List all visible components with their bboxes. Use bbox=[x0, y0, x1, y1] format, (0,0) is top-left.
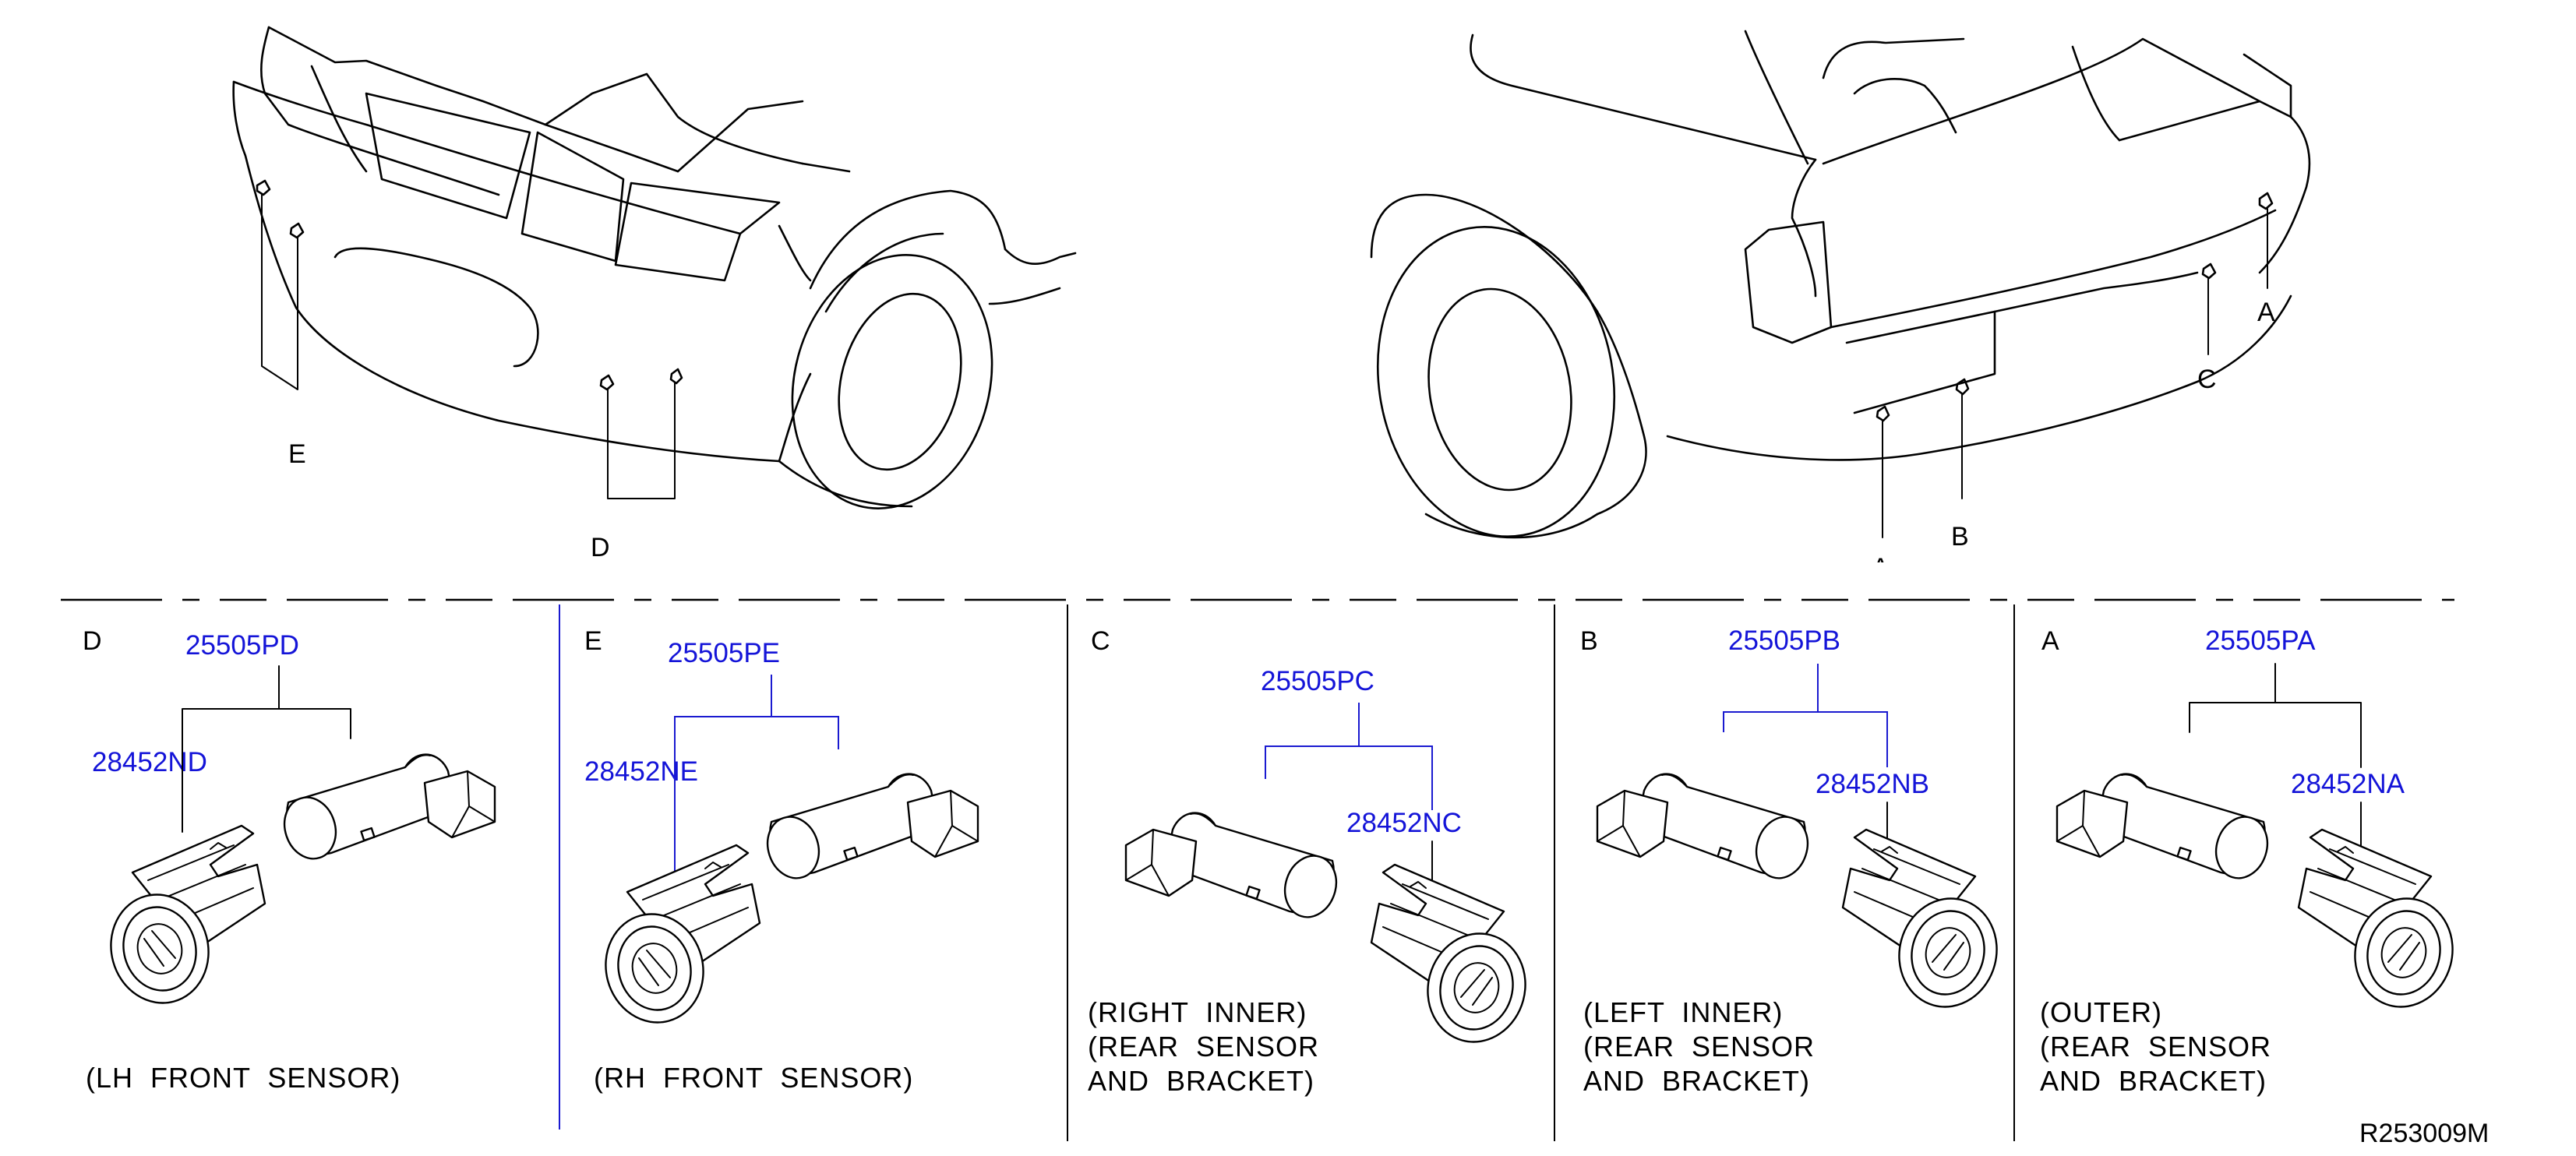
part-number-bracket: 28452NA bbox=[2291, 769, 2405, 799]
parking-sensor bbox=[1596, 773, 1816, 886]
caption-line-1: (RH FRONT SENSOR) bbox=[594, 1062, 913, 1094]
panel-a: A 25505PA 28452NA (OUTER) (REAR SENSOR A… bbox=[2040, 626, 2466, 1097]
caption-line-3: AND BRACKET) bbox=[1088, 1065, 1314, 1097]
caption-line-3: AND BRACKET) bbox=[2040, 1065, 2267, 1097]
panel-letter: E bbox=[584, 626, 602, 656]
parking-sensor bbox=[2056, 773, 2276, 886]
rear-label-c: C bbox=[2197, 365, 2217, 394]
part-number-sensor: 25505PE bbox=[668, 638, 780, 668]
rear-label-a-top: A bbox=[2257, 298, 2275, 327]
parking-sensor bbox=[759, 773, 979, 886]
part-number-sensor: 25505PC bbox=[1261, 666, 1374, 696]
sensor-bracket bbox=[1370, 863, 1539, 1054]
part-number-bracket: 28452NB bbox=[1816, 769, 1929, 799]
parking-sensor bbox=[1124, 812, 1345, 925]
front-bumper-illustration bbox=[232, 26, 1077, 509]
panel-letter: D bbox=[83, 626, 102, 656]
part-number-sensor: 25505PA bbox=[2205, 626, 2316, 656]
rear-label-a-bottom: A bbox=[1872, 553, 1890, 583]
caption-line-1: (RIGHT INNER) bbox=[1088, 996, 1307, 1028]
callout-leader bbox=[2189, 702, 2362, 768]
sensor-bracket bbox=[2297, 828, 2466, 1019]
panel-letter: B bbox=[1580, 626, 1598, 656]
parking-sensor bbox=[276, 753, 496, 867]
panel-letter: C bbox=[1091, 626, 1110, 656]
rear-label-a-bottom-clip: A bbox=[1872, 553, 1890, 583]
part-number-sensor: 25505PD bbox=[185, 630, 299, 661]
caption-line-2: (REAR SENSOR bbox=[1583, 1031, 1815, 1063]
caption-line-1: (LH FRONT SENSOR) bbox=[86, 1062, 401, 1094]
sensor-bracket bbox=[97, 824, 266, 1015]
caption-line-1: (OUTER) bbox=[2040, 996, 2162, 1028]
front-label-d: D bbox=[591, 533, 610, 562]
panel-b: B 25505PB 28452NB (LEFT INNER) (REAR SEN… bbox=[1580, 626, 2010, 1097]
panel-letter: A bbox=[2041, 626, 2059, 656]
rear-bumper-illustration bbox=[1370, 30, 2311, 539]
sensor-bracket bbox=[592, 844, 761, 1034]
part-number-sensor: 25505PB bbox=[1728, 626, 1840, 656]
part-number-bracket: 28452ND bbox=[92, 747, 207, 777]
sensor-bracket bbox=[1841, 828, 2010, 1019]
caption-line-1: (LEFT INNER) bbox=[1583, 996, 1783, 1028]
figure-id: R253009M bbox=[2359, 1119, 2489, 1148]
caption-line-3: AND BRACKET) bbox=[1583, 1065, 1810, 1097]
callout-leader bbox=[1723, 711, 1888, 767]
caption-line-2: (REAR SENSOR bbox=[2040, 1031, 2271, 1063]
front-label-e: E bbox=[288, 439, 306, 469]
panel-d: D 25505PD 28452ND (LH FRONT SENSOR) bbox=[83, 626, 496, 1094]
part-number-bracket: 28452NE bbox=[584, 756, 698, 787]
callout-leader bbox=[182, 708, 351, 833]
rear-label-b: B bbox=[1951, 522, 1969, 552]
callout-leader bbox=[674, 716, 839, 872]
panel-c: C 25505PC 28452NC (RIGHT INNER) (REAR SE… bbox=[1088, 626, 1539, 1097]
caption-line-2: (REAR SENSOR bbox=[1088, 1031, 1319, 1063]
panel-e: E 25505PE 28452NE (RH FRONT SENSOR) bbox=[584, 626, 979, 1094]
part-number-bracket: 28452NC bbox=[1346, 808, 1462, 838]
callout-leader bbox=[1265, 745, 1433, 810]
